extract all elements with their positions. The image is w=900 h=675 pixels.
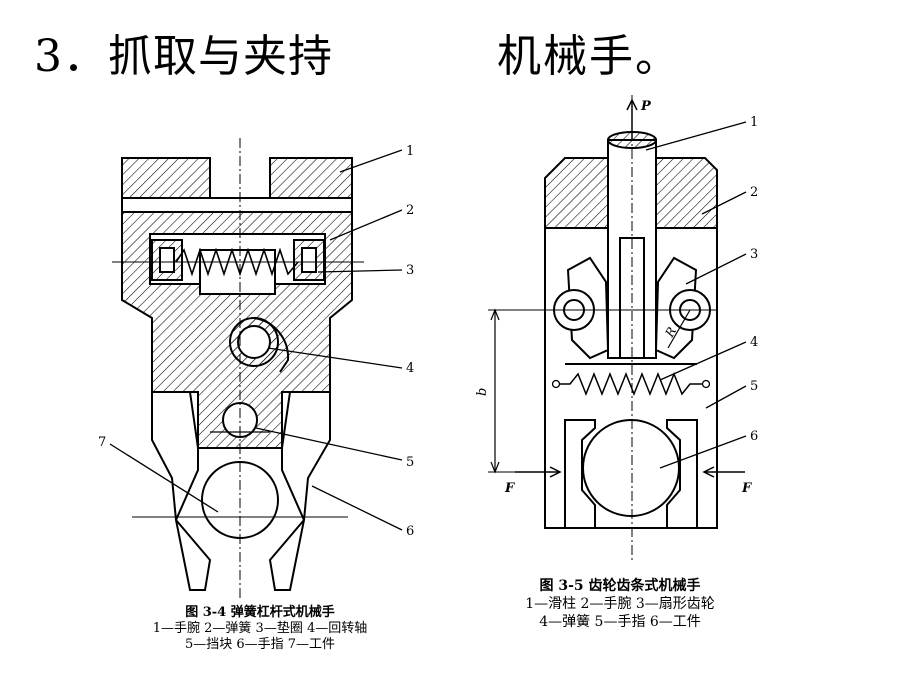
finger-right-2 bbox=[666, 419, 698, 529]
finger-left bbox=[151, 391, 212, 591]
wrist-block-right bbox=[269, 157, 353, 199]
label-7: 7 bbox=[98, 435, 106, 450]
label-2: 2 bbox=[406, 203, 414, 218]
label-3: 3 bbox=[750, 247, 758, 262]
label-6: 6 bbox=[406, 524, 414, 539]
label-2: 2 bbox=[750, 185, 758, 200]
wrist-block-left bbox=[121, 157, 211, 199]
wrist-plate bbox=[121, 197, 353, 213]
figure1-caption-block: 图 3-4 弹簧杠杆式机械手 1—手腕 2—弹簧 3—垫圈 4—回转轴 5—挡块… bbox=[95, 605, 425, 653]
figure1-caption: 图 3-4 弹簧杠杆式机械手 bbox=[185, 605, 335, 620]
figure2-caption-block: 图 3-5 齿轮齿条式机械手 1—滑柱 2—手腕 3—扇形齿轮 4—弹簧 5—手… bbox=[470, 577, 770, 631]
finger-left-2 bbox=[564, 419, 596, 529]
label-4: 4 bbox=[750, 335, 758, 350]
slide-title-suffix: 机械手。 bbox=[497, 31, 681, 82]
label-4: 4 bbox=[406, 361, 414, 376]
figure1-legend-line1: 1—手腕 2—弹簧 3—垫圈 4—回转轴 bbox=[152, 621, 368, 636]
label-3: 3 bbox=[406, 263, 414, 278]
label-1: 1 bbox=[750, 115, 758, 130]
label-5: 5 bbox=[406, 455, 414, 470]
label-5: 5 bbox=[750, 379, 758, 394]
figure1-legend-line2: 5—挡块 6—手指 7—工件 bbox=[184, 637, 336, 652]
force-f-right-label: F bbox=[741, 481, 752, 496]
figure-spring-lever-gripper bbox=[109, 138, 403, 600]
figure2-legend-line2: 4—弹簧 5—手指 6—工件 bbox=[539, 614, 701, 630]
spring-2 bbox=[560, 371, 702, 397]
label-1: 1 bbox=[406, 144, 414, 159]
dimension-b-label: b bbox=[475, 388, 490, 396]
figure2-legend-line1: 1—滑柱 2—手腕 3—扇形齿轮 bbox=[525, 596, 715, 612]
figure2-labels: 1 2 3 4 5 6 P F F b R bbox=[475, 99, 758, 496]
figure2-caption: 图 3-5 齿轮齿条式机械手 bbox=[539, 578, 701, 594]
label-6: 6 bbox=[750, 429, 758, 444]
housing bbox=[544, 228, 718, 529]
force-f-left-label: F bbox=[504, 481, 515, 496]
figure-rack-pinion-gripper bbox=[488, 95, 747, 560]
figure1-labels: 1 2 3 4 5 6 7 bbox=[98, 144, 414, 539]
force-p-label: P bbox=[640, 99, 652, 114]
slide-title: 3．抓取与夹持 bbox=[34, 31, 333, 82]
workpiece-2 bbox=[582, 419, 680, 517]
